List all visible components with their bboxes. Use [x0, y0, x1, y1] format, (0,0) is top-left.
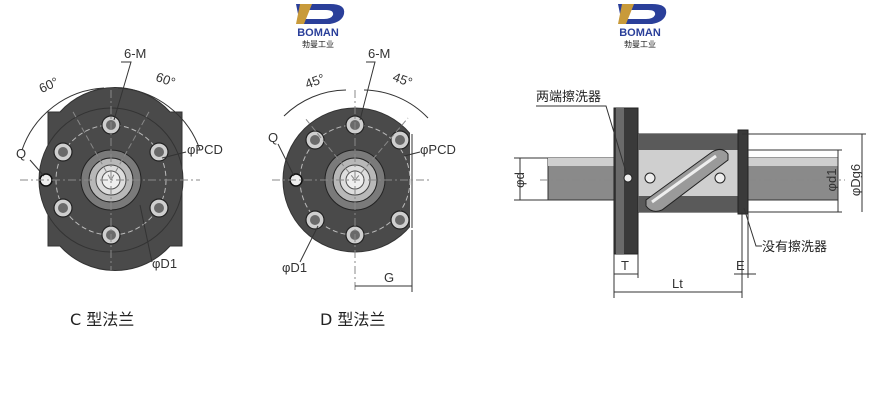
- side-end-cap: [737, 129, 749, 215]
- d-q-leader: [277, 143, 295, 177]
- c-q-leader: [29, 159, 45, 177]
- side-return-tube-highlight: [651, 154, 717, 204]
- side-view: [514, 105, 866, 298]
- c-pcd-label: φPCD: [187, 142, 223, 157]
- brand-logo-right: BOMAN 勃曼工业: [618, 4, 667, 49]
- c-flange-caption: C 型法兰: [70, 310, 135, 329]
- d-angle-right-label: 45°: [391, 69, 415, 90]
- c-flange-view: [20, 61, 201, 271]
- side-t-label: T: [621, 258, 629, 273]
- d-d1-label: φD1: [282, 260, 307, 275]
- d-g-label: G: [384, 270, 394, 285]
- d-holes-leader: [359, 61, 376, 121]
- c-angle-left-label: 60°: [37, 74, 61, 96]
- c-holes-label: 6-M: [124, 46, 146, 61]
- d-holes-label: 6-M: [368, 46, 390, 61]
- c-angle-line: [110, 109, 151, 181]
- brand-logo-left: BOMAN 勃曼工业: [296, 4, 345, 49]
- side-screw: [623, 173, 633, 183]
- d-angle-arc-right: [363, 89, 429, 119]
- logo-mark-inner: [304, 10, 334, 19]
- d-q-label: Q: [268, 130, 278, 145]
- logo-mark-inner: [626, 10, 656, 19]
- side-return-tube: [645, 148, 729, 212]
- d-flange-view: [272, 61, 430, 292]
- d-d1-leader: [299, 225, 319, 263]
- side-flange-edge: [616, 108, 624, 254]
- side-both-wipers-label: 两端擦洗器: [536, 90, 601, 105]
- c-q-label: Q: [16, 146, 26, 161]
- d-angle-line: [354, 117, 409, 181]
- side-wiper-leader: [536, 105, 627, 173]
- c-d1-leader: [139, 204, 153, 263]
- side-e-label: E: [736, 258, 745, 273]
- d-angle-left-label: 45°: [303, 71, 327, 92]
- side-lt-label: Lt: [672, 276, 683, 291]
- side-screw: [644, 172, 656, 184]
- c-pcd-leader: [161, 151, 187, 159]
- side-no-wiper-leader: [743, 207, 762, 247]
- side-screw: [714, 172, 726, 184]
- logo-mark-gold: [618, 4, 634, 24]
- d-angle-line: [304, 117, 356, 181]
- c-holes-leader: [113, 61, 132, 121]
- d-pcd-leader: [403, 151, 421, 157]
- side-nut-top-shade: [638, 134, 742, 150]
- d-angle-arc-left: [283, 89, 347, 117]
- d-flange-caption: D 型法兰: [320, 310, 386, 329]
- side-no-wiper-label: 没有擦洗器: [762, 240, 827, 255]
- logo-brand-sub: 勃曼工业: [624, 39, 656, 49]
- d-pcd-label: φPCD: [420, 142, 456, 157]
- side-dg6-label: φDg6: [848, 164, 863, 196]
- logo-mark-gold: [296, 4, 312, 24]
- c-angle-arc-left: [21, 87, 105, 151]
- logo-brand-text: BOMAN: [619, 27, 661, 39]
- c-angle-arc-right: [117, 87, 201, 151]
- side-d1-label: φd1: [824, 169, 839, 192]
- side-d-label: φd: [512, 172, 527, 188]
- c-angle-right-label: 60°: [154, 69, 178, 90]
- logo-brand-sub: 勃曼工业: [302, 39, 334, 49]
- c-d1-label: φD1: [152, 256, 177, 271]
- c-angle-line: [71, 109, 112, 181]
- logo-brand-text: BOMAN: [297, 27, 339, 39]
